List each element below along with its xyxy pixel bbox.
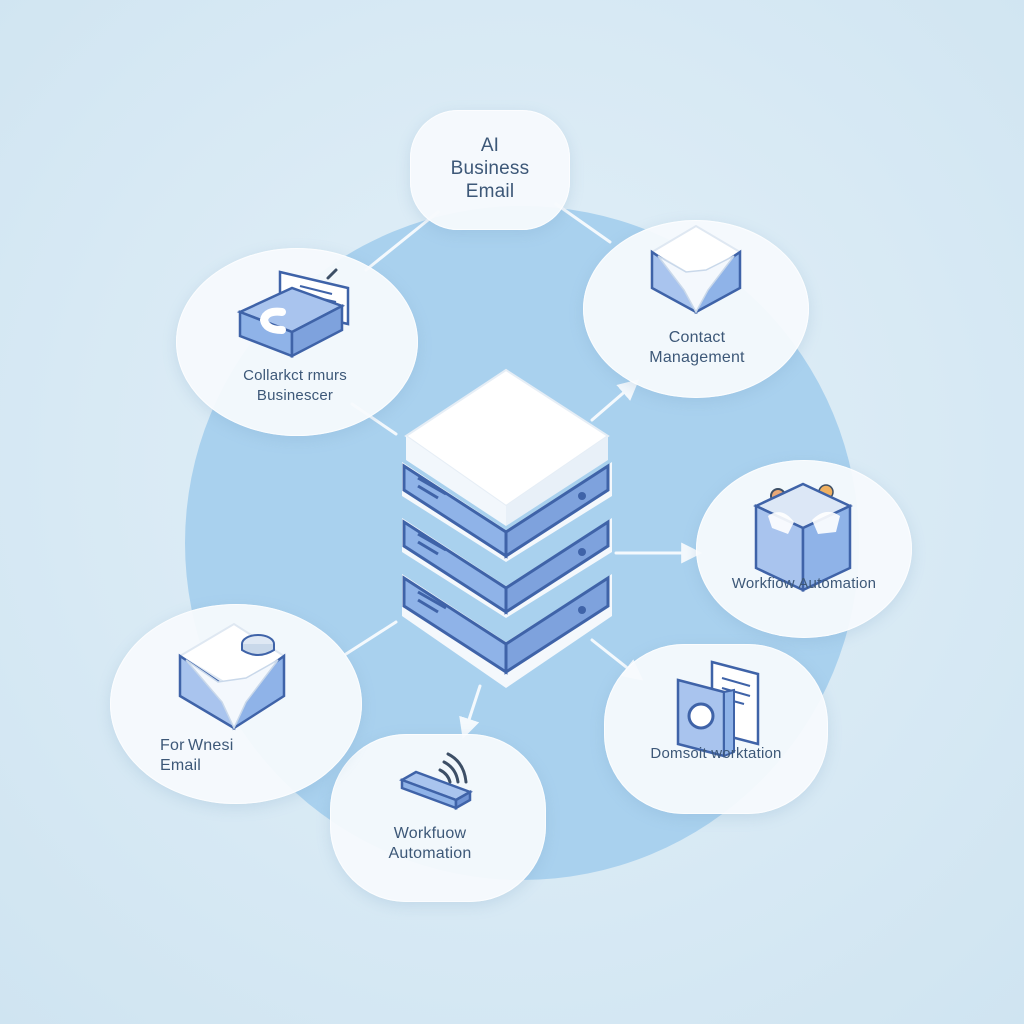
node-bottom-label: Workfuow Automation: [388, 825, 472, 862]
connector-hub-bottom: [459, 684, 482, 739]
node-right-label: Workfiow Automation: [731, 575, 877, 592]
connector-top-right: [554, 202, 612, 244]
server-layer-3: [402, 574, 612, 688]
people-box-icon: [753, 482, 853, 592]
server-stack-icon: [402, 368, 612, 688]
node-upper-right-label: Contact Management: [649, 329, 745, 366]
node-top[interactable]: [410, 110, 570, 230]
wifi-device-icon: [399, 752, 473, 811]
contact-card-icon: [236, 268, 350, 359]
node-top-label: AI Business Email: [450, 135, 530, 202]
envelope-icon: [650, 224, 742, 315]
node-lower-left-label: For Wnesi Email: [160, 737, 234, 774]
envelope-with-stamp-icon: [178, 622, 286, 731]
server-layer-1: [402, 462, 612, 562]
document-folder-icon: [676, 660, 760, 758]
node-upper-left-label: Collarkct rmurs Businescer: [243, 367, 347, 404]
connector-hub-upper-right: [590, 379, 640, 422]
connector-hub-lower-left: [344, 620, 398, 656]
node-lower-right-label: Domsoit worktation: [650, 745, 782, 762]
connector-top-left: [364, 210, 440, 272]
node-bottom[interactable]: [330, 734, 546, 902]
server-layer-2: [402, 518, 612, 618]
